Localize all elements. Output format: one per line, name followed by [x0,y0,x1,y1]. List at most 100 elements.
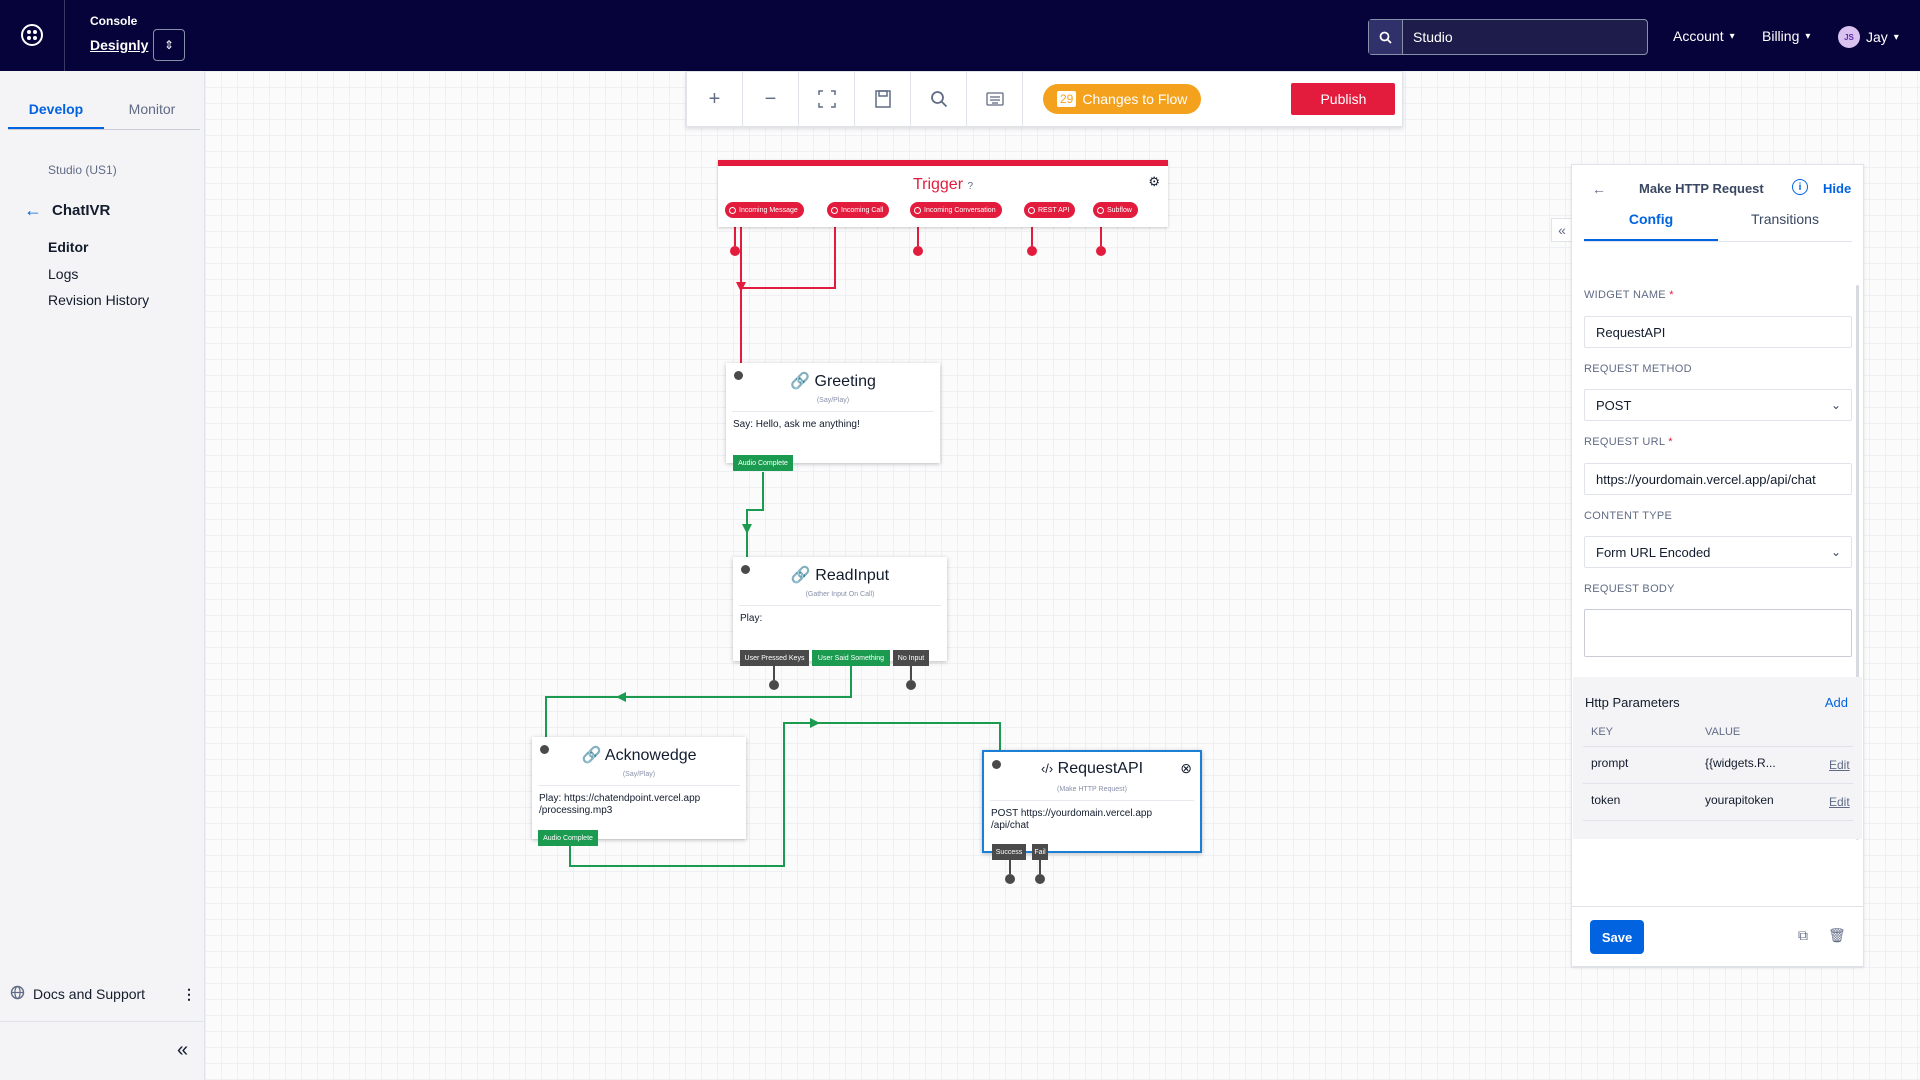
request-method-select[interactable]: POST⌄ [1584,389,1852,421]
globe-icon [10,985,25,1003]
info-icon[interactable]: i [1792,179,1808,195]
account-menu-label: Account [1673,28,1724,44]
gear-icon[interactable]: ⚙ [1148,174,1160,189]
billing-menu[interactable]: Billing ▾ [1762,28,1810,44]
tab-develop[interactable]: Develop [8,95,104,129]
transition-fail[interactable]: Fail [1032,844,1048,860]
collapse-sidebar-icon[interactable]: « [177,1039,189,1061]
label-text: REQUEST URL [1584,436,1665,448]
docs-label: Docs and Support [33,986,146,1002]
label-text: WIDGET NAME [1584,289,1666,301]
sidebar-item-logs[interactable]: Logs [48,266,79,282]
hide-panel-link[interactable]: Hide [1823,181,1852,196]
output-circle-icon [729,206,736,214]
trigger-pill-incoming-conversation[interactable]: Incoming Conversation [910,202,1002,218]
trigger-pill-incoming-message[interactable]: Incoming Message [725,202,804,218]
output-circle-icon [1028,206,1035,214]
trash-icon[interactable]: 🗑 [1828,927,1846,943]
column-header-value: VALUE [1705,726,1741,738]
sidebar-divider [0,1021,205,1022]
trigger-widget[interactable]: Trigger ? ⚙ Incoming Message Incoming Ca… [718,160,1168,227]
save-button[interactable]: Save [1590,920,1644,954]
fit-screen-icon[interactable] [799,71,855,127]
tab-transitions[interactable]: Transitions [1751,211,1819,227]
trigger-title-text: Trigger [912,176,964,193]
pill-label: Incoming Conversation [924,206,996,214]
account-switcher-button[interactable]: ⇕ [153,29,185,61]
tab-monitor[interactable]: Monitor [128,101,176,117]
transition-success[interactable]: Success [992,844,1026,860]
zoom-out-icon[interactable]: − [743,71,799,127]
account-menu[interactable]: Account ▾ [1673,28,1735,44]
zoom-in-icon[interactable]: + [687,71,743,127]
param-value: {{widgets.R... [1705,756,1776,770]
publish-button[interactable]: Publish [1291,83,1396,115]
input-port[interactable] [741,565,750,574]
table-row: token yourapitoken Edit [1583,784,1853,821]
region-label: Studio (US1) [48,163,117,177]
widget-readinput[interactable]: 🔗 ReadInput (Gather Input On Call) Play: [733,557,947,661]
search-icon [1369,20,1403,54]
widget-requestapi[interactable]: ‹/› RequestAPI ⊗ (Make HTTP Request) POS… [982,750,1202,853]
search-input[interactable] [1403,29,1633,45]
sidebar: Develop Monitor Studio (US1) ← ChatIVR E… [0,71,205,1080]
trigger-title: Trigger ? [718,176,1168,194]
keyboard-icon[interactable] [967,71,1023,127]
transition-user-said-something[interactable]: User Said Something [812,650,890,666]
global-search[interactable] [1368,19,1648,55]
select-value: POST [1596,397,1632,413]
edit-param-link[interactable]: Edit [1829,795,1850,809]
account-name-link[interactable]: Designly [90,37,149,53]
help-icon[interactable]: ? [967,181,974,192]
table-row: prompt {{widgets.R... Edit [1583,747,1853,784]
close-icon[interactable]: ⊗ [1180,760,1192,776]
content-type-select[interactable]: Form URL Encoded⌄ [1584,536,1852,568]
widget-title: 🔗 Acknowedge [532,745,746,765]
collapse-panel-icon[interactable]: « [1551,218,1573,242]
input-port[interactable] [540,745,549,754]
search-icon[interactable] [911,71,967,127]
input-port[interactable] [734,371,743,380]
panel-scrollbar[interactable] [1856,285,1859,840]
flow-name: ChatIVR [52,202,111,219]
trigger-pill-subflow[interactable]: Subflow [1093,202,1138,218]
widget-divider [538,785,740,786]
input-port[interactable] [992,760,1001,769]
arrow-left-icon[interactable]: ← [1592,181,1606,197]
transition-user-pressed-keys[interactable]: User Pressed Keys [740,650,809,666]
sidebar-item-revision-history[interactable]: Revision History [48,292,150,308]
back-to-flows-link[interactable]: ← ChatIVR [24,200,110,221]
add-parameter-link[interactable]: Add [1824,695,1848,710]
transition-audio-complete[interactable]: Audio Complete [538,830,598,846]
transition-audio-complete[interactable]: Audio Complete [733,455,793,471]
pill-label: REST API [1038,206,1070,214]
widget-greeting[interactable]: 🔗 Greeting (Say/Play) Say: Hello, ask me… [726,363,940,463]
widget-config-panel: ← Make HTTP Request i Hide Config Transi… [1571,164,1864,967]
more-vertical-icon[interactable]: ⋮ [182,985,196,1002]
sidebar-item-editor[interactable]: Editor [48,239,89,255]
params-title: Http Parameters [1585,695,1680,710]
widget-title-text: RequestAPI [1057,760,1144,777]
save-icon[interactable] [855,71,911,127]
trigger-pill-incoming-call[interactable]: Incoming Call [827,202,890,218]
canvas-toolbar: + − 29 Changes to Flow Publish [686,71,1403,127]
changes-count: 29 [1057,91,1077,107]
required-marker: * [1668,436,1673,448]
changes-to-flow-button[interactable]: 29 Changes to Flow [1043,84,1202,114]
request-body-field[interactable] [1584,609,1852,657]
widget-divider [739,605,941,606]
docs-and-support-link[interactable]: Docs and Support ⋮ [10,985,196,1003]
request-url-field[interactable]: https://yourdomain.vercel.app/api/chat [1584,463,1852,495]
widget-acknowledge[interactable]: 🔗 Acknowedge (Say/Play) Play: https://ch… [532,737,746,839]
params-table: KEY VALUE prompt {{widgets.R... Edit tok… [1583,717,1853,821]
tab-config[interactable]: Config [1584,211,1718,241]
link-icon: 🔗 [790,567,811,584]
edit-param-link[interactable]: Edit [1829,758,1850,772]
user-menu[interactable]: JS Jay ▾ [1838,26,1899,48]
trigger-pill-rest-api[interactable]: REST API [1024,202,1076,218]
request-url-label: REQUEST URL * [1584,436,1673,448]
product-logo-icon[interactable] [20,23,44,47]
duplicate-icon[interactable]: ⧉ [1798,927,1808,943]
widget-name-field[interactable]: RequestAPI [1584,316,1852,348]
transition-no-input[interactable]: No Input [893,650,929,666]
